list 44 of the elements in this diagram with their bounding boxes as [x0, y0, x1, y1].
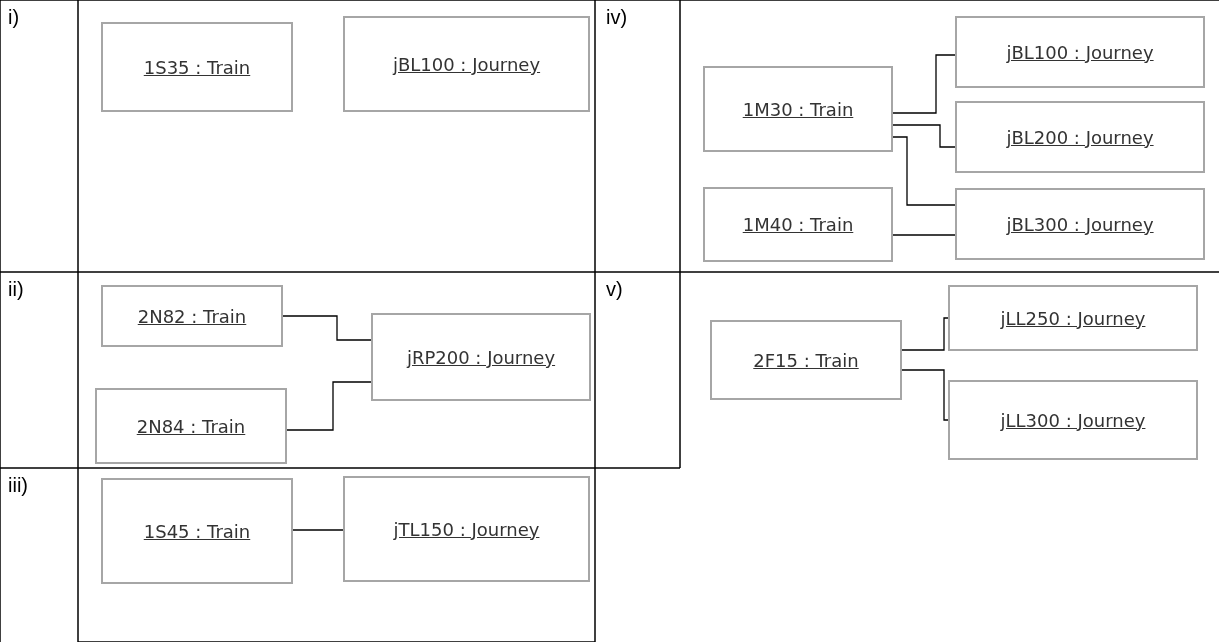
object-name: 1M30 : Train [742, 98, 854, 120]
object-box [101, 22, 293, 112]
object-name: 2N84 : Train [136, 415, 246, 437]
object-name: jBL100 : Journey [392, 53, 541, 75]
connector-line [286, 381, 372, 431]
object-box [703, 66, 893, 152]
object-box [955, 188, 1205, 260]
connector-line [901, 317, 949, 351]
object-box [343, 476, 590, 582]
panel-label: iv) [606, 6, 628, 29]
connector-line [892, 124, 956, 148]
object-name: 2F15 : Train [753, 349, 859, 371]
panel-label: ii) [8, 278, 24, 301]
object-name: 1S45 : Train [143, 520, 251, 542]
object-name: 1S35 : Train [143, 56, 251, 78]
object-box [101, 285, 283, 347]
object-name: 1M40 : Train [742, 214, 854, 235]
object-box [710, 320, 902, 400]
object-box [955, 16, 1205, 88]
connector-line [892, 234, 956, 236]
object-box [343, 16, 590, 112]
object-name: jLL250 : Journey [1000, 307, 1146, 329]
object-name: jBL300 : Journey [1006, 213, 1154, 235]
object-box [955, 101, 1205, 173]
object-box [948, 285, 1198, 351]
object-name: jTL150 : Journey [393, 518, 540, 540]
object-name: jBL200 : Journey [1006, 126, 1154, 148]
object-name: 2N82 : Train [137, 305, 247, 327]
object-box [371, 313, 591, 401]
object-box [95, 388, 287, 464]
connector-line [892, 54, 956, 114]
connector-line [892, 136, 956, 206]
panel-label: v) [606, 278, 623, 301]
object-box [703, 187, 893, 262]
panel-label: iii) [8, 474, 28, 497]
panel-label: i) [8, 6, 20, 29]
object-name: jRP200 : Journey [406, 346, 556, 368]
object-box [948, 380, 1198, 460]
connector-line [901, 369, 949, 421]
object-name: jBL100 : Journey [1006, 41, 1154, 63]
object-box [101, 478, 293, 584]
connector-line [292, 529, 344, 531]
object-name: jLL300 : Journey [1000, 409, 1146, 431]
connector-line [282, 315, 372, 341]
